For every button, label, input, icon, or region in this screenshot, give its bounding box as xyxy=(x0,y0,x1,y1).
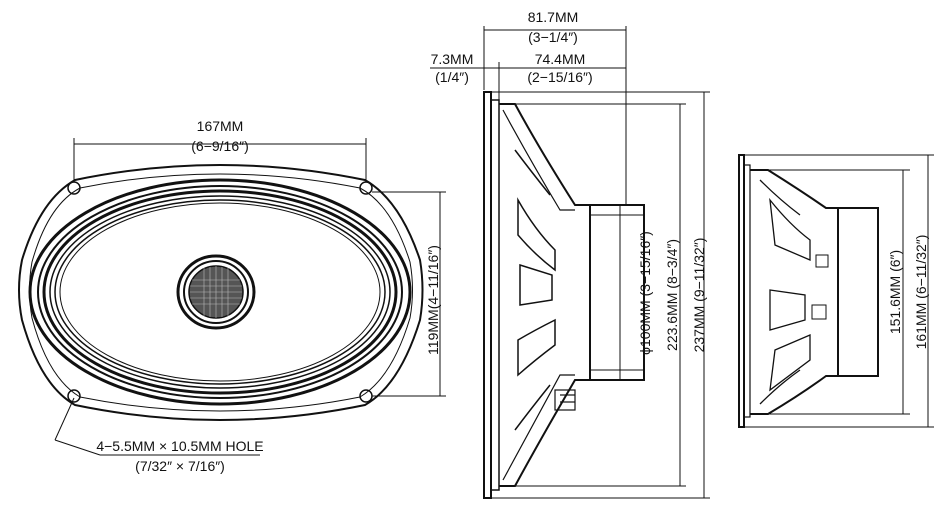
end-inner-label: 151.6MM (6″) xyxy=(887,250,903,334)
depth-total-in: (3−1/4″) xyxy=(528,29,578,45)
end-flange xyxy=(738,154,745,428)
front-cone xyxy=(59,202,381,382)
front-width-in: (6−9/16″) xyxy=(191,138,249,154)
cutout-label: 223.6MM (8−3/4″) xyxy=(664,239,680,351)
front-surround-ring-2 xyxy=(42,189,398,395)
end-outer-label: 161MM (6−11/32″) xyxy=(913,235,929,350)
hole-spec-label: 4−5.5MM × 10.5MM HOLE xyxy=(96,438,263,454)
mount-hole-bl xyxy=(67,389,81,403)
tweeter-mesh xyxy=(190,266,242,318)
end-magnet xyxy=(837,207,879,377)
front-view: 167MM (6−9/16″) 119MM(4−11/16″) 4−5.5MM … xyxy=(18,118,446,474)
side-basket xyxy=(499,103,591,487)
tweeter-outer xyxy=(176,254,256,330)
end-basket xyxy=(750,169,839,415)
flange-in: (1/4″) xyxy=(435,69,469,85)
depth-total-mm: 81.7MM xyxy=(528,9,579,25)
front-height-label: 119MM(4−11/16″) xyxy=(425,245,441,355)
side-flange xyxy=(483,91,492,499)
depth-mount-in: (2−15/16″) xyxy=(527,69,592,85)
side-basket-inner-bottom xyxy=(502,374,575,481)
magnet-dia-label: ϕ100MM (3−15/16″) xyxy=(637,231,653,355)
depth-mount-mm: 74.4MM xyxy=(535,51,586,67)
overall-label: 237MM (9−11/32″) xyxy=(691,238,707,353)
end-terminal xyxy=(811,254,829,320)
front-surround-ring-1 xyxy=(37,185,403,399)
side-basket-inner-top xyxy=(502,109,575,211)
side-magnet xyxy=(589,204,645,381)
end-gasket xyxy=(743,164,751,418)
end-view: 151.6MM (6″) 161MM (6−11/32″) xyxy=(738,154,934,428)
front-surround-ring-4 xyxy=(54,199,386,385)
side-view: 81.7MM (3−1/4″) 7.3MM (1/4″) 74.4MM (2−1… xyxy=(430,9,710,499)
front-width-mm: 167MM xyxy=(197,118,244,134)
end-spokes xyxy=(759,179,811,405)
side-spokes xyxy=(514,149,556,431)
side-terminal xyxy=(554,389,576,411)
tweeter-ring xyxy=(183,260,249,324)
hole-spec-in: (7/32″ × 7/16″) xyxy=(135,458,225,474)
side-gasket xyxy=(490,99,500,491)
flange-mm: 7.3MM xyxy=(431,51,474,67)
front-flange-outline xyxy=(18,164,424,421)
front-surround-outer xyxy=(28,178,412,406)
front-surround-ring-3 xyxy=(49,195,391,389)
